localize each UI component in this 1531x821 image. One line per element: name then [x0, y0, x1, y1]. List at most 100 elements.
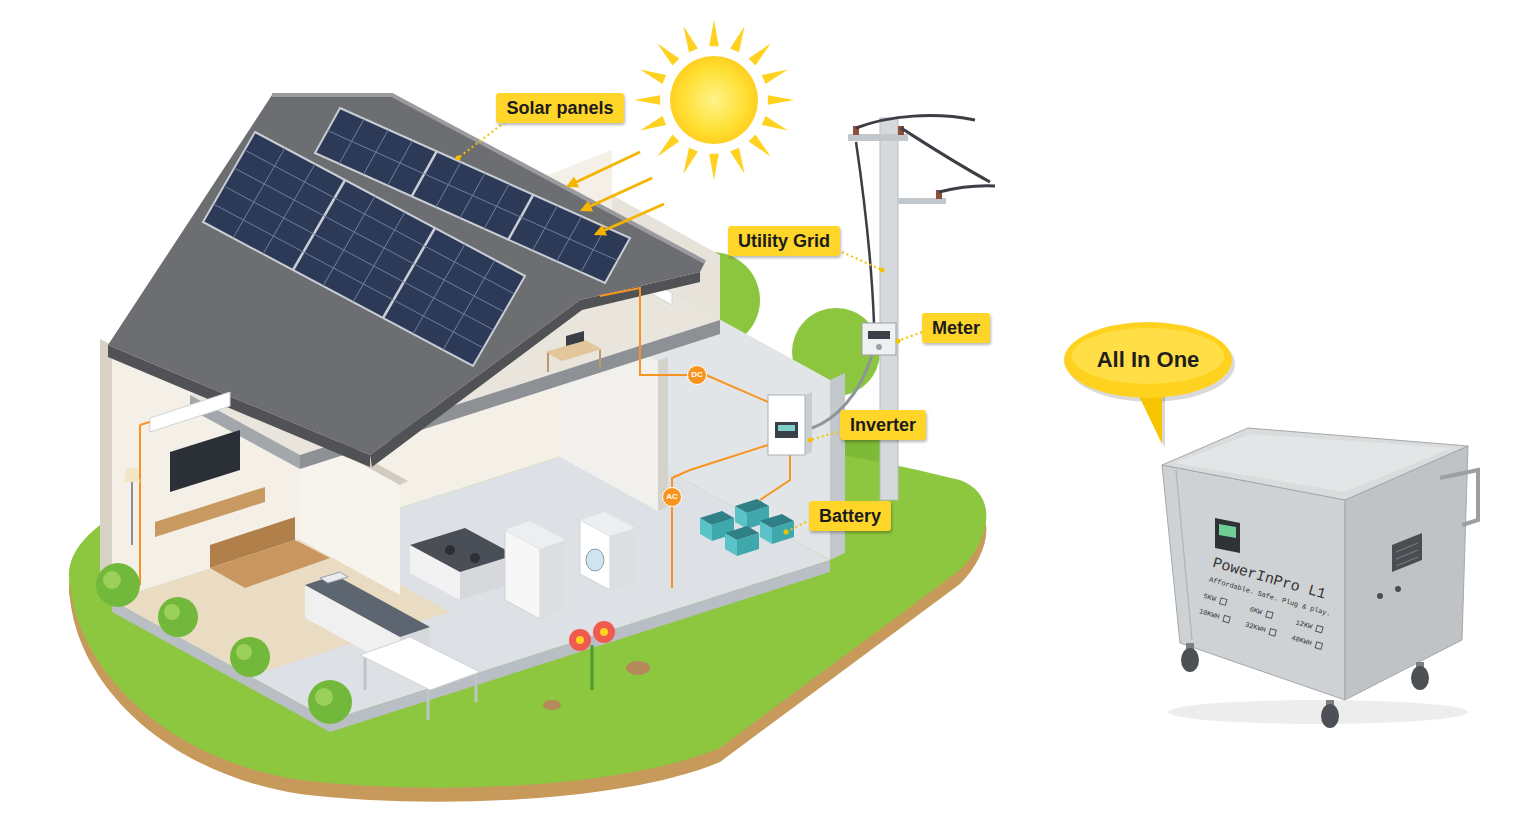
- solar-wiring: [672, 445, 768, 488]
- all-in-one-unit: [1162, 465, 1345, 700]
- kitchen-appliances: [580, 512, 635, 536]
- kitchen-appliances: [410, 528, 515, 572]
- panel-cell-line: [383, 228, 435, 318]
- battery-bank: [700, 499, 794, 556]
- sun-ray: [762, 69, 788, 84]
- label-text: Battery: [819, 505, 881, 527]
- solar-wiring: [760, 455, 790, 500]
- garden-bushes: [576, 636, 584, 644]
- all-in-one-unit: [1219, 524, 1236, 538]
- sun: [670, 56, 758, 144]
- all-in-one-unit: [1181, 648, 1199, 672]
- current-type: DC: [691, 371, 703, 379]
- utility-pole: [939, 186, 995, 192]
- garden-bushes: [569, 629, 591, 651]
- battery-cell: [700, 511, 734, 525]
- solar-panel: [315, 108, 630, 283]
- label-text: Utility Grid: [738, 230, 830, 252]
- kitchen-appliances: [305, 512, 635, 720]
- panel-cell-line: [233, 148, 285, 238]
- upper-floor: [547, 353, 549, 372]
- kitchen-appliances: [427, 690, 430, 720]
- utility-pole: [856, 142, 874, 323]
- battery-cell: [760, 514, 794, 528]
- garden-bushes: [315, 688, 333, 706]
- option-label: 12KW: [1295, 619, 1324, 634]
- panel-cell-line: [413, 244, 465, 334]
- upper-floor: [566, 331, 584, 346]
- label-text: Inverter: [850, 414, 916, 436]
- sunlight-arrows: [568, 152, 664, 234]
- all-in-one-unit: [1440, 470, 1478, 525]
- sun-ray: [640, 69, 666, 84]
- living-room-furniture: [150, 392, 230, 432]
- current-badge: DC: [687, 365, 707, 385]
- garden-bushes: [626, 661, 650, 675]
- garden-bushes: [600, 628, 608, 636]
- panel-cell-line: [213, 204, 483, 348]
- living-room-furniture: [170, 430, 240, 492]
- living-room-furniture: [124, 392, 330, 588]
- electric-meter: [862, 323, 896, 355]
- kitchen-appliances: [475, 674, 478, 702]
- sun: [634, 20, 794, 180]
- panel-cell-line: [263, 164, 315, 254]
- label-text: Solar panels: [506, 97, 613, 119]
- kitchen-appliances: [364, 658, 367, 690]
- option-label: 6KW: [1248, 606, 1273, 620]
- utility-pole: [856, 116, 975, 128]
- all-in-one-unit: [1168, 700, 1468, 724]
- kitchen-appliances: [505, 521, 565, 549]
- garden-bushes: [103, 571, 121, 589]
- all-in-one-unit: [1162, 428, 1478, 728]
- leader-line: [810, 432, 838, 440]
- device-front-panel: PowerInPro L1Affordable. Safe. Plug & pl…: [1160, 425, 1475, 715]
- all-in-one-unit: [1215, 518, 1240, 553]
- option-label: 10KWH: [1198, 608, 1231, 625]
- garden-bushes: [230, 637, 270, 677]
- leader-dot: [808, 438, 813, 443]
- kitchen-appliances: [360, 637, 480, 690]
- kitchen-appliances: [610, 528, 635, 590]
- garden-bushes: [164, 604, 180, 620]
- sun-ray: [762, 116, 788, 131]
- callout-label: Battery: [809, 501, 891, 531]
- sunlight-arrows: [568, 152, 640, 186]
- panel-cell-line: [293, 180, 345, 270]
- kitchen-appliances: [540, 540, 565, 619]
- leader-line: [898, 332, 922, 341]
- kitchen-appliances: [470, 553, 480, 563]
- label-text: Meter: [932, 317, 980, 339]
- sun-ray: [709, 154, 719, 180]
- bubble-text: All In One: [1097, 347, 1200, 373]
- callout-label: Inverter: [840, 410, 926, 440]
- option-label: 5KW: [1202, 593, 1227, 607]
- leader-line: [786, 522, 806, 532]
- solar-roof: [108, 95, 705, 455]
- bubble-highlight: [1072, 328, 1224, 384]
- solar-panel-array: [203, 108, 630, 366]
- electric-meter: [862, 323, 896, 355]
- solar-wiring: [671, 506, 673, 588]
- kitchen-appliances: [445, 545, 455, 555]
- current-type: AC: [666, 493, 678, 501]
- speech-bubble: All In One: [1064, 322, 1232, 398]
- sun-ray: [683, 26, 698, 52]
- garden-bushes: [543, 700, 561, 710]
- callout-label: Meter: [922, 313, 990, 343]
- kitchen-appliances: [586, 549, 604, 571]
- all-in-one-unit: [1396, 543, 1418, 552]
- leader-line: [842, 252, 882, 270]
- sun-ray: [657, 135, 679, 157]
- garden-bushes: [96, 563, 140, 607]
- house-walls: [100, 339, 112, 600]
- utility-pole: [880, 118, 898, 500]
- sunlight-arrows: [582, 178, 652, 210]
- sun-ray: [749, 135, 771, 157]
- current-badge: AC: [662, 487, 682, 507]
- battery-cell: [725, 526, 759, 540]
- sun-ray: [683, 148, 698, 174]
- sun-ray: [634, 95, 660, 105]
